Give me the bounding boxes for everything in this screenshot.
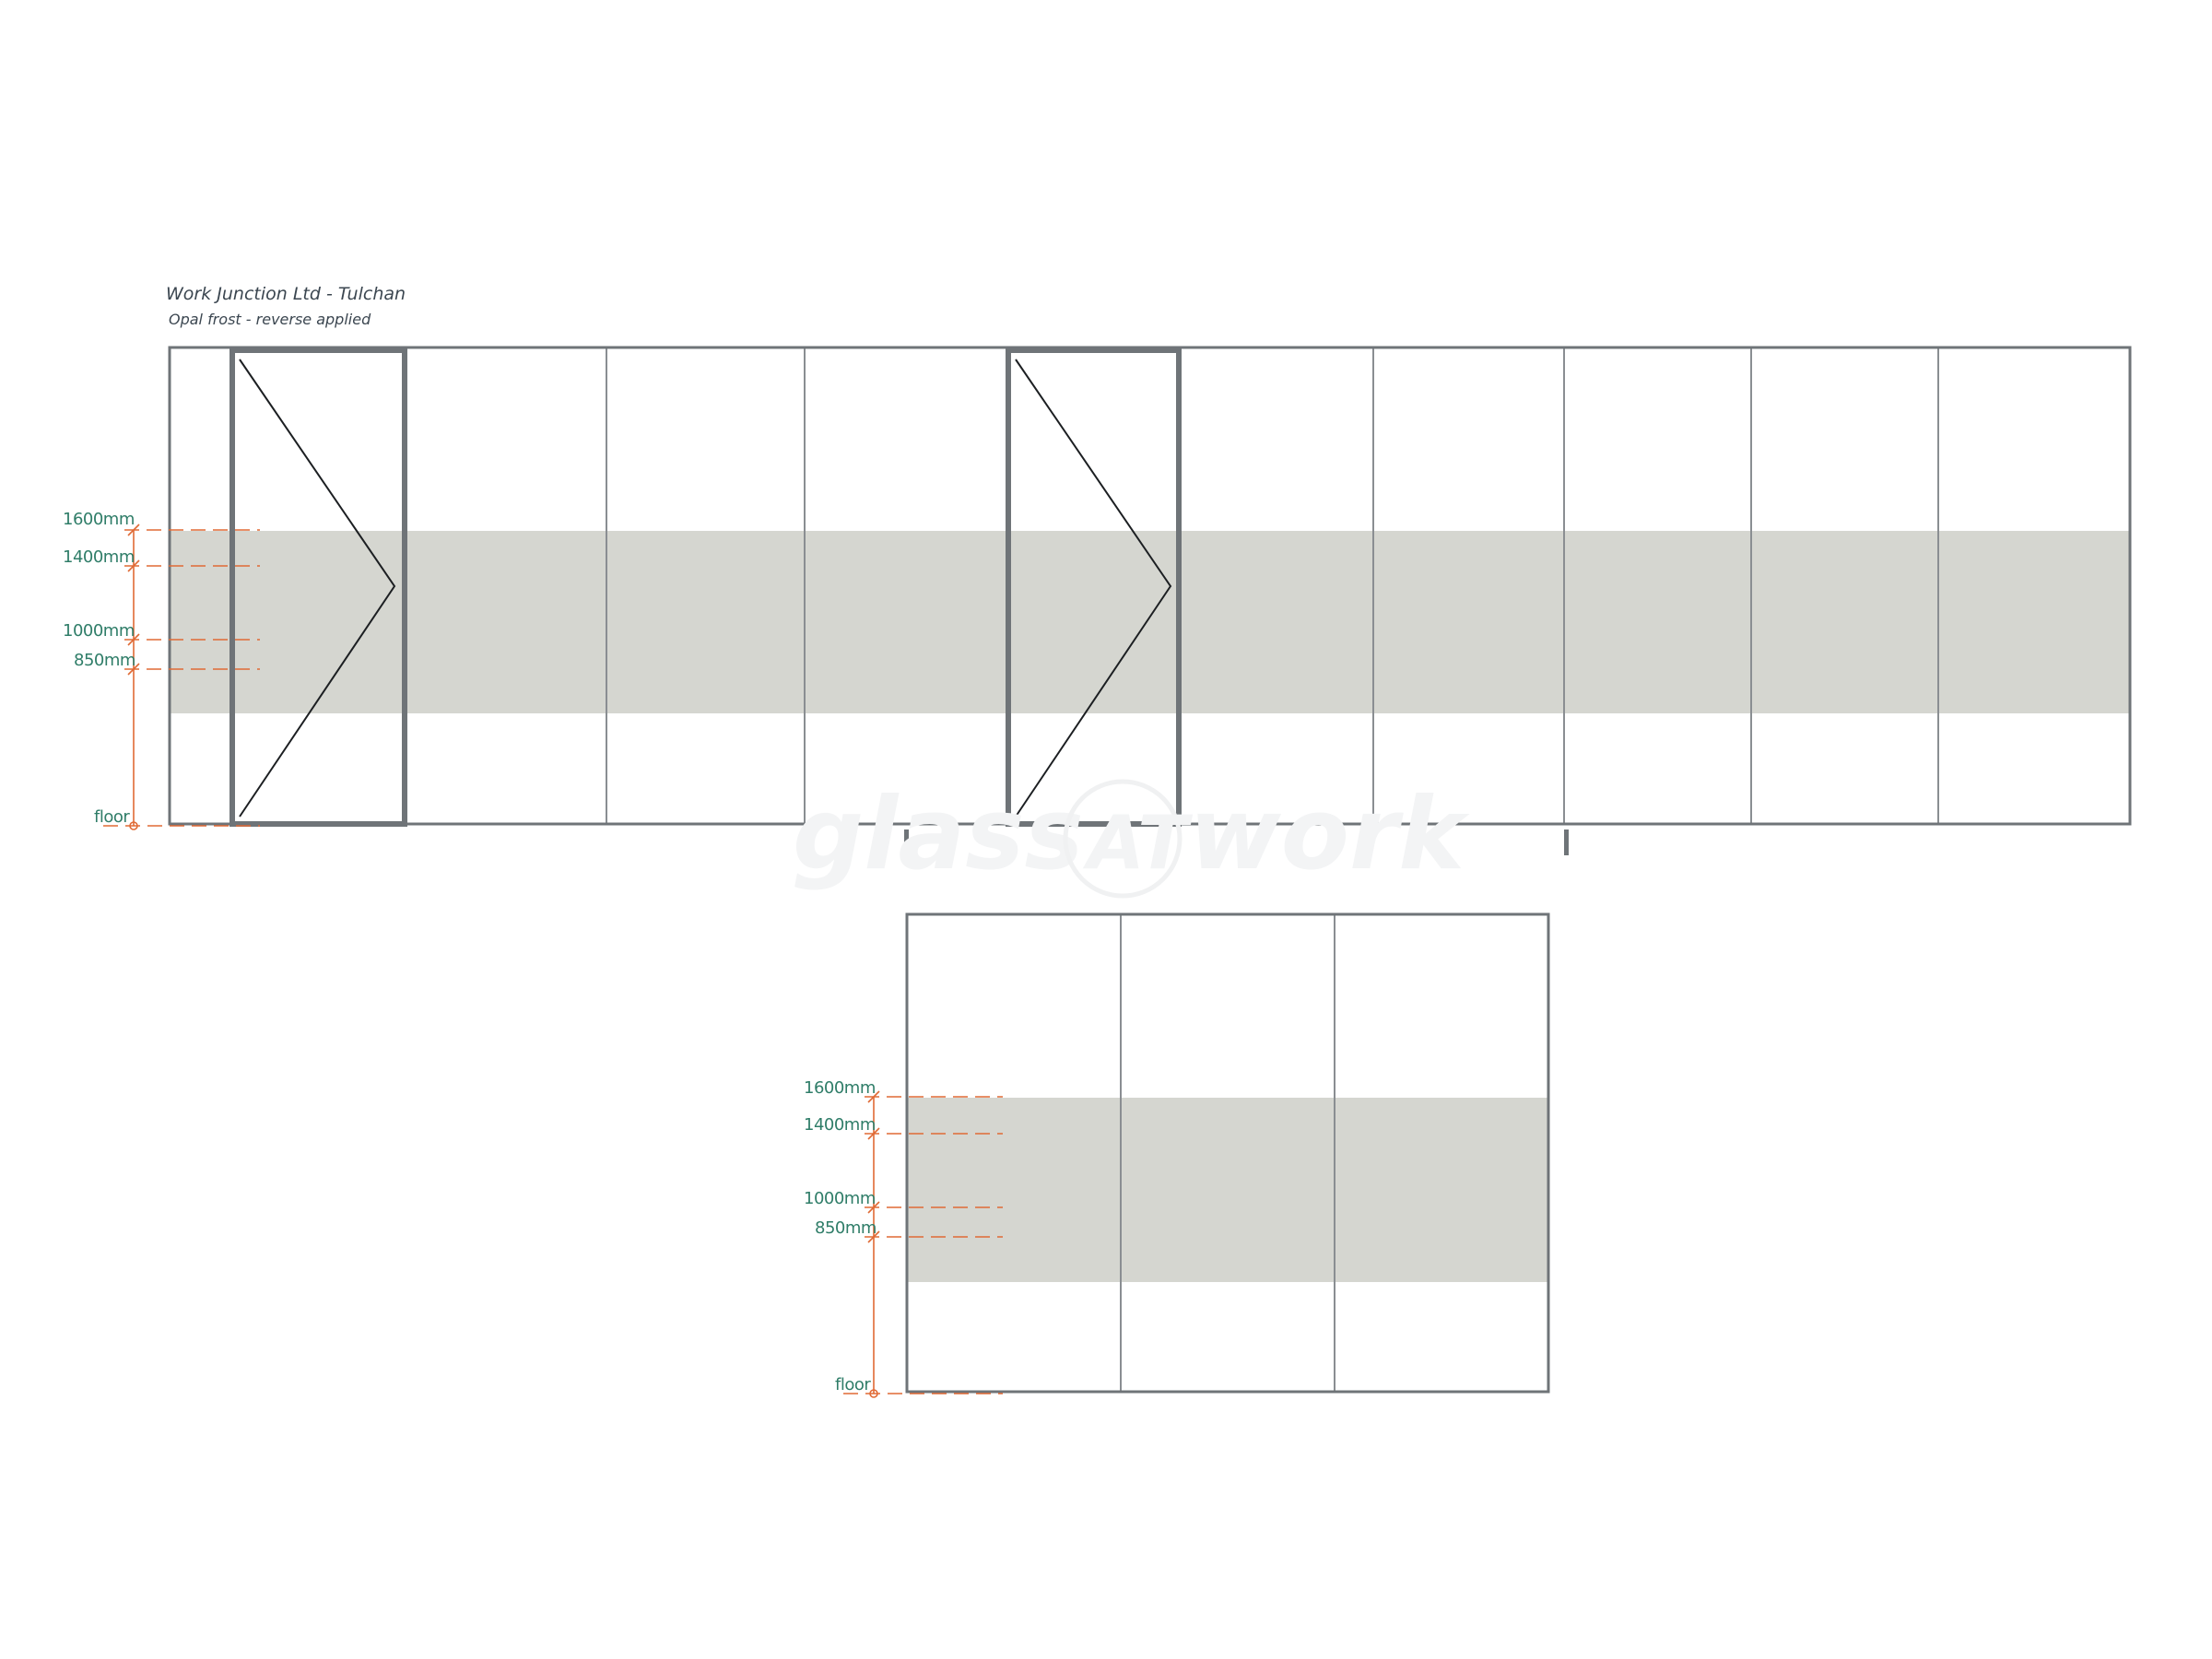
tick-mark xyxy=(867,1090,880,1103)
label-850: 850mm xyxy=(74,651,135,670)
tick-mark xyxy=(127,633,140,646)
panel-dividers xyxy=(1120,914,1335,1392)
label-1600: 1600mm xyxy=(804,1078,876,1098)
frost-band xyxy=(169,531,2130,713)
floor-marker xyxy=(1564,830,1569,855)
label-floor: floor xyxy=(835,1375,871,1394)
panel-dividers xyxy=(606,347,1939,824)
tick-mark xyxy=(127,524,140,536)
watermark-right: work xyxy=(1189,777,1470,892)
label-1600: 1600mm xyxy=(63,510,135,529)
door-panel-right xyxy=(1006,347,1182,827)
dimension-lines xyxy=(843,1090,1003,1398)
label-floor: floor xyxy=(94,807,130,827)
dimension-lines xyxy=(103,524,260,830)
floor-origin-mark xyxy=(869,1389,878,1398)
label-1000: 1000mm xyxy=(804,1189,876,1208)
label-1400: 1400mm xyxy=(804,1115,876,1135)
tick-mark xyxy=(867,1230,880,1243)
watermark-logo-icon xyxy=(1063,779,1182,899)
label-850: 850mm xyxy=(815,1218,877,1238)
door-swing-indicator xyxy=(1015,359,1172,818)
frost-band xyxy=(907,1098,1548,1282)
drawing-subtitle: Opal frost - reverse applied xyxy=(169,311,371,328)
drawing-title: Work Junction Ltd - Tulchan xyxy=(166,284,406,304)
upper-elevation: 1600mm 1400mm 1000mm 850mm floor xyxy=(63,346,2132,855)
door-panel-left xyxy=(229,347,407,827)
tick-mark xyxy=(867,1201,880,1214)
lower-elevation: 1600mm 1400mm 1000mm 850mm floor xyxy=(804,912,1550,1398)
tick-mark xyxy=(867,1127,880,1140)
watermark-left: glass xyxy=(793,777,1084,892)
label-1000: 1000mm xyxy=(63,621,135,641)
door-frame xyxy=(229,347,407,827)
door-swing-indicator xyxy=(239,359,396,818)
outer-frame xyxy=(905,912,1550,1394)
watermark: glass AT work xyxy=(793,777,1470,899)
floor-marker xyxy=(904,830,909,855)
tick-mark xyxy=(127,663,140,676)
door-frame xyxy=(1006,347,1182,827)
tick-mark xyxy=(127,559,140,572)
label-1400: 1400mm xyxy=(63,547,135,567)
watermark-mark: AT xyxy=(1082,800,1193,886)
floor-origin-mark xyxy=(129,821,138,830)
